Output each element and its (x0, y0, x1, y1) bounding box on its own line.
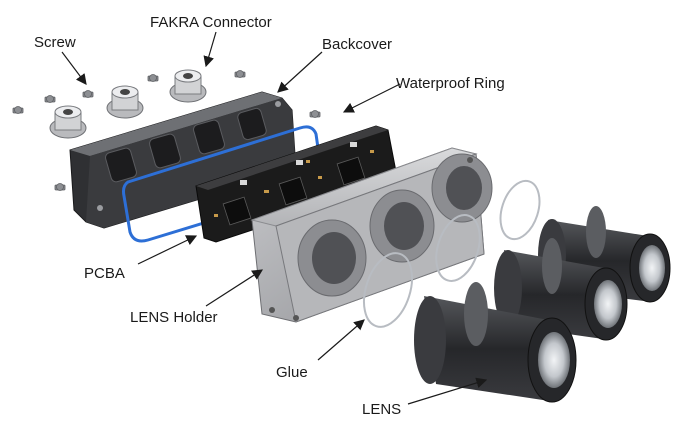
pcba-arrow (137, 235, 198, 265)
lens (414, 282, 577, 403)
glue-group (363, 179, 541, 328)
label-fakra-connector: FAKRA Connector (150, 14, 272, 31)
labels: Screw FAKRA Connector Backcover Waterpro… (34, 14, 505, 418)
glue-ring (435, 214, 481, 282)
glue-arrow (317, 319, 365, 361)
leader-lines (61, 31, 488, 405)
fakra-connector (169, 69, 207, 103)
label-glue: Glue (276, 364, 308, 381)
fakra-connector (106, 85, 144, 119)
screw (147, 74, 159, 82)
screw (54, 183, 66, 191)
fakra-connector-arrow (203, 31, 217, 68)
glue-ring (363, 252, 413, 328)
label-lens-holder: LENS Holder (130, 309, 218, 326)
lens-arrow (407, 377, 488, 405)
fakra-connector (49, 105, 87, 139)
backcover-arrow (277, 51, 323, 93)
screw (44, 95, 56, 103)
label-screw: Screw (34, 34, 76, 51)
waterproof-ring-arrow (342, 83, 401, 113)
label-lens: LENS (362, 401, 401, 418)
screw-arrow (61, 51, 87, 85)
lens (538, 206, 671, 303)
glue-ring (499, 179, 541, 241)
label-backcover: Backcover (322, 36, 392, 53)
pcba (195, 125, 399, 243)
lens-holder-bore (369, 189, 435, 263)
lens-holder-bore (431, 153, 493, 223)
label-waterproof-ring: Waterproof Ring (396, 75, 505, 92)
lens-holder-bore (297, 219, 367, 297)
fakra-connector-group (49, 69, 207, 139)
lens-group (414, 206, 671, 403)
screw (12, 106, 24, 114)
screw (82, 90, 94, 98)
screw (234, 70, 246, 78)
lens-holder-arrow (205, 269, 264, 307)
screw (309, 110, 321, 118)
label-pcba: PCBA (84, 265, 125, 282)
lens-holder (250, 147, 493, 323)
screw-group (12, 70, 321, 191)
